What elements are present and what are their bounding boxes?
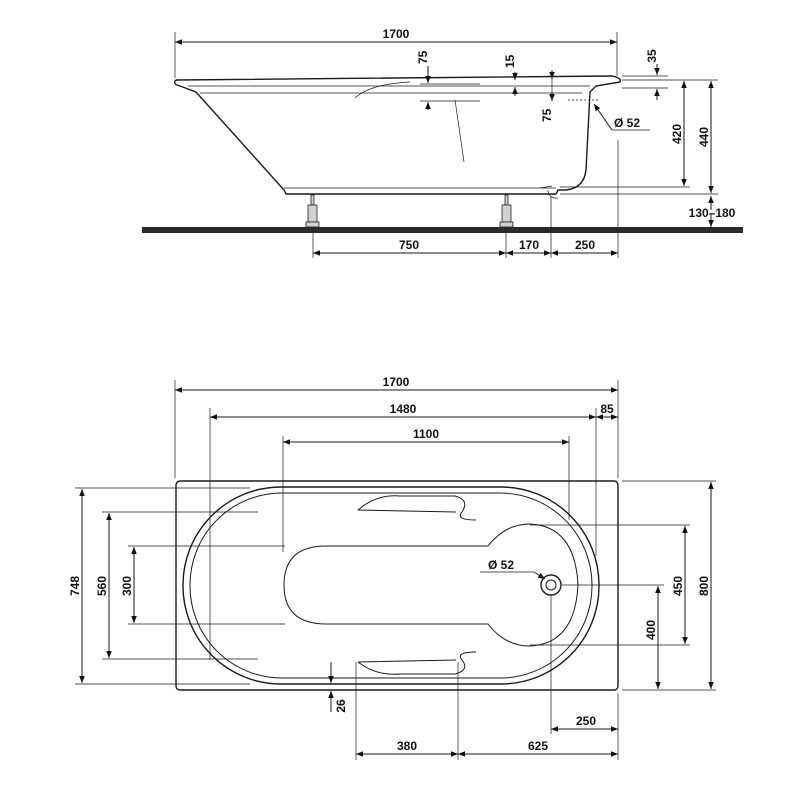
tub-inner-oval (189, 492, 593, 679)
dim-top-drain-to-edge: 400 (644, 620, 658, 640)
drain-icon (540, 574, 562, 596)
dim-top-inner-width: 560 (95, 576, 109, 596)
dim-side-leg-to-drain: 170 (519, 238, 539, 252)
dim-side-inner-height: 420 (670, 124, 684, 144)
dim-side-rim-right: 35 (645, 49, 659, 63)
dim-side-length: 1700 (383, 27, 410, 41)
dim-side-overflow-diameter: Ø 52 (614, 116, 640, 130)
tub-leg-right (499, 194, 514, 228)
dim-side-leg-spacing: 750 (399, 238, 419, 252)
dim-top-rim-bottom: 26 (334, 699, 348, 713)
tub-leg-left (305, 194, 320, 228)
dim-top-drain-diameter: Ø 52 (488, 558, 514, 572)
dim-top-rim-end: 85 (600, 402, 614, 416)
side-view: 1700 75 15 75 35 Ø 52 420 440 (142, 27, 743, 258)
dim-top-grip-to-end: 625 (528, 739, 548, 753)
dim-side-total-height: 440 (697, 127, 711, 147)
dim-top-bottom-length: 1100 (413, 427, 439, 441)
tub-rim-oval (182, 486, 600, 685)
dim-side-drain-to-end: 250 (575, 238, 595, 252)
floor-line (142, 227, 743, 233)
dim-top-width-inner-right: 450 (671, 576, 685, 596)
dim-side-overflow-drop: 75 (540, 108, 554, 122)
dim-top-inner-length: 1480 (390, 402, 417, 416)
dim-top-overall-width: 748 (68, 576, 82, 596)
dim-top-length: 1700 (383, 375, 410, 389)
grip-bottom (357, 651, 477, 675)
dim-top-width-outer-right: 800 (697, 576, 711, 596)
top-view: 1700 1480 85 1100 748 560 300 Ø 52 (68, 375, 716, 760)
dim-top-drain-offset: 250 (576, 714, 596, 728)
tub-bottom-shape (283, 523, 579, 647)
tub-side-outline (173, 75, 622, 199)
dim-top-grip-length: 380 (397, 739, 417, 753)
dim-top-bottom-width: 300 (120, 576, 134, 596)
dim-side-leg-height: 130–180 (689, 206, 736, 220)
grip-top (357, 495, 477, 521)
tub-top-outline (175, 480, 619, 691)
dim-side-rim-thickness: 15 (503, 54, 517, 68)
dim-side-rim-drop: 75 (416, 50, 430, 64)
